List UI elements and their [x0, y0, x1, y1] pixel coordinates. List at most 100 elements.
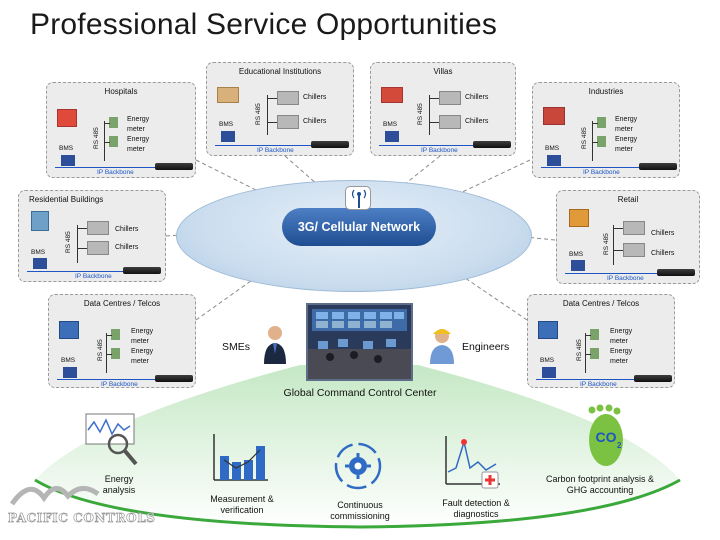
building-icon [57, 109, 77, 127]
ip-backbone-label: IP Backbone [101, 381, 138, 388]
computer-icon [61, 155, 75, 166]
engineer-icon [428, 324, 456, 369]
bms-label: BMS [61, 357, 76, 364]
device-label: Energy meter [610, 328, 633, 345]
router-icon [657, 269, 695, 276]
svg-text:CO: CO [596, 429, 617, 445]
house-icon [381, 87, 403, 103]
router-icon [634, 375, 672, 382]
co2-footprint-icon: CO 2 [584, 404, 628, 477]
company-logo: PACIFIC CONTROLS [8, 511, 156, 526]
computer-icon [542, 367, 556, 378]
service-caption: Energy analysis [102, 474, 136, 495]
device-label: Energy meter [127, 116, 150, 133]
site-name: Data Centres / Telcos [83, 299, 161, 308]
building-icon [217, 87, 239, 103]
device-label: Chillers [651, 250, 675, 257]
meter-icon [111, 348, 120, 359]
factory-icon [543, 107, 565, 125]
site-datacentres-right: Data Centres / Telcos Energy meter Energ… [527, 294, 675, 388]
device-label: Chillers [465, 118, 489, 125]
service-caption: Continuous commissioning [330, 500, 390, 521]
site-hospitals: Hospitals Energy meter Energy meter RS 4… [46, 82, 196, 178]
site-name: Hospitals [104, 87, 138, 96]
ip-backbone-label: IP Backbone [583, 169, 620, 176]
ip-backbone-label: IP Backbone [257, 147, 294, 154]
site-retail: Retail Chillers Chillers RS 485 BMS IP B… [556, 190, 700, 284]
computer-icon [571, 260, 585, 271]
computer-icon [33, 258, 47, 269]
chiller-icon [623, 221, 645, 235]
rs485-label: RS 485 [417, 103, 424, 125]
cycle-gear-icon [332, 440, 384, 497]
businessman-icon [262, 324, 288, 369]
site-name: Villas [433, 67, 453, 76]
service-caption: Fault detection & diagnostics [442, 498, 510, 519]
meter-icon [590, 329, 599, 340]
bms-label: BMS [569, 251, 584, 258]
router-icon [473, 141, 511, 148]
chiller-icon [277, 115, 299, 129]
chiller-icon [87, 241, 109, 255]
device-label: Chillers [465, 94, 489, 101]
router-icon [639, 163, 677, 170]
chiller-icon [439, 91, 461, 105]
bms-label: BMS [545, 145, 560, 152]
building-icon [31, 211, 49, 231]
rs485-label: RS 485 [93, 127, 100, 149]
computer-icon [63, 367, 77, 378]
ip-backbone-label: IP Backbone [421, 147, 458, 154]
site-education: Educational Institutions Chillers Chille… [206, 62, 354, 156]
service-caption: Measurement & verification [210, 494, 274, 515]
device-label: Energy meter [131, 328, 154, 345]
bms-label: BMS [219, 121, 234, 128]
ip-backbone-label: IP Backbone [580, 381, 617, 388]
ip-backbone-label: IP Backbone [75, 273, 112, 280]
router-icon [123, 267, 161, 274]
bms-label: BMS [540, 357, 555, 364]
chiller-icon [277, 91, 299, 105]
bms-label: BMS [59, 145, 74, 152]
meter-icon [590, 348, 599, 359]
fault-chart-icon [442, 434, 502, 495]
server-icon [59, 321, 79, 339]
device-label: Chillers [115, 244, 139, 251]
bms-label: BMS [31, 249, 46, 256]
meter-icon [597, 136, 606, 147]
antenna-icon [345, 186, 371, 210]
device-label: Energy meter [131, 348, 154, 365]
device-label: Energy meter [615, 116, 638, 133]
site-name: Data Centres / Telcos [562, 299, 640, 308]
svg-text:2: 2 [617, 441, 622, 450]
command-center-label: Global Command Control Center [283, 387, 437, 399]
ip-backbone-label: IP Backbone [607, 275, 644, 282]
server-icon [538, 321, 558, 339]
computer-icon [385, 131, 399, 142]
rs485-label: RS 485 [603, 233, 610, 255]
device-label: Energy meter [610, 348, 633, 365]
meter-icon [111, 329, 120, 340]
device-label: Energy meter [615, 136, 638, 153]
site-name: Industries [588, 87, 624, 96]
chiller-icon [623, 243, 645, 257]
chiller-icon [439, 115, 461, 129]
rs485-label: RS 485 [576, 339, 583, 361]
network-label: 3G/ Cellular Network [282, 208, 436, 246]
site-villas: Villas Chillers Chillers RS 485 BMS IP B… [370, 62, 516, 156]
router-icon [311, 141, 349, 148]
rs485-label: RS 485 [255, 103, 262, 125]
command-center-image [306, 303, 413, 381]
device-label: Energy meter [127, 136, 150, 153]
router-icon [155, 163, 193, 170]
logo-swoosh [9, 474, 120, 515]
service-caption: Carbon footprint analysis & GHG accounti… [545, 474, 655, 495]
meter-icon [109, 136, 118, 147]
chiller-icon [87, 221, 109, 235]
bar-chart-icon [210, 432, 270, 489]
device-label: Chillers [115, 226, 139, 233]
smes-label: SMEs [222, 341, 251, 353]
device-label: Chillers [303, 118, 327, 125]
site-name: Retail [617, 195, 639, 204]
ip-backbone-label: IP Backbone [97, 169, 134, 176]
